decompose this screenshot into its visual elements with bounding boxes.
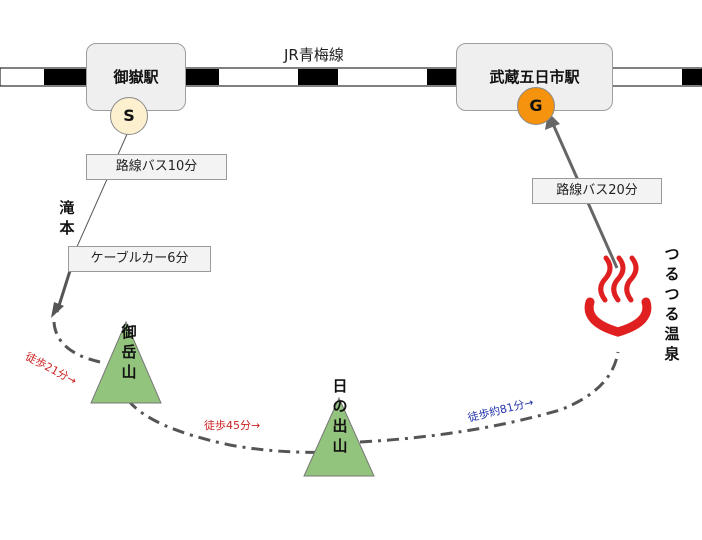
bus-route-line xyxy=(71,131,129,259)
station-musashi-itsukaichi: 武蔵五日市駅 xyxy=(456,43,613,111)
rail-segment xyxy=(298,69,338,85)
walk-path-3 xyxy=(359,351,620,444)
walk-path-1 xyxy=(52,321,101,364)
bus-label-takimoto: 路線バス10分 xyxy=(86,154,227,180)
hot-spring-icon xyxy=(584,255,652,337)
walk-label-2: 徒歩45分→ xyxy=(204,419,261,432)
rail-segment xyxy=(44,69,86,85)
place-hinode-yama: 日 の 出 山 xyxy=(332,377,348,455)
station-mitake: 御嶽駅 xyxy=(86,43,186,111)
place-mitake-san: 御 岳 山 xyxy=(121,323,137,381)
station-name: 武蔵五日市駅 xyxy=(489,68,580,86)
start-marker: S xyxy=(110,97,148,135)
rail-segment xyxy=(185,69,219,85)
rail-segment xyxy=(427,69,457,85)
mountain-icon xyxy=(303,396,375,477)
mountain-icon xyxy=(90,320,162,404)
arrow-head xyxy=(51,302,64,318)
place-takimoto: 滝 本 xyxy=(59,199,75,237)
goal-marker: G xyxy=(517,87,555,125)
cable-car-label: ケーブルカー6分 xyxy=(68,246,211,272)
rail-segment xyxy=(682,69,702,85)
walk-path-2 xyxy=(126,399,335,454)
place-tsurutsuru-onsen: つ る つ る 温 泉 xyxy=(664,245,680,363)
line-name: JR青梅線 xyxy=(284,46,344,64)
station-name: 御嶽駅 xyxy=(113,68,159,86)
bus-label-goal: 路線バス20分 xyxy=(532,178,662,204)
